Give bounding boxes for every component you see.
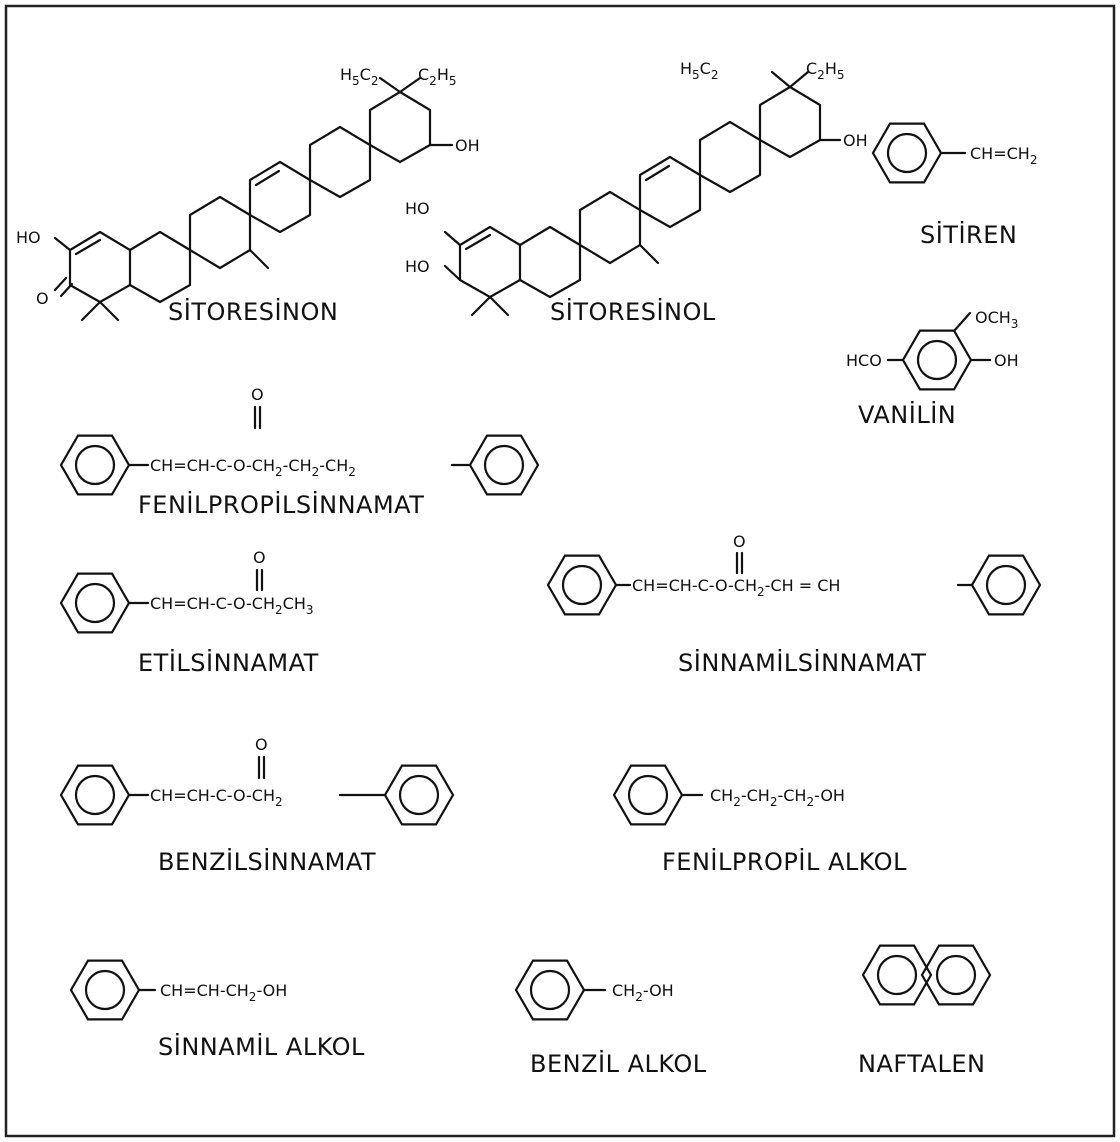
- etilsinnamat-chain: CH=CH-C-O-CH2CH3: [150, 594, 313, 617]
- fenilpropilsinnamat-chain: CH=CH-C-O-CH2-CH2-CH2: [150, 456, 356, 479]
- etilsinnamat-name: ETİLSİNNAMAT: [138, 648, 319, 677]
- compound-etilsinnamat: O CH=CH-C-O-CH2CH3 ETİLSİNNAMAT: [59, 548, 319, 677]
- sitoresinol-name: SİTORESİNOL: [550, 297, 716, 326]
- vanilin-hco-label: HCO: [846, 351, 882, 370]
- sitiren-chain: CH=CH2: [970, 144, 1037, 167]
- vanilin-name: VANİLİN: [858, 400, 956, 429]
- sitoresinon-ho-label: HO: [16, 228, 41, 247]
- fenilpropilalkol-name: FENİLPROPİL ALKOL: [662, 847, 907, 876]
- benzilalkol-chain: CH2-OH: [612, 981, 674, 1004]
- etilsinnamat-carbonyl-o: O: [253, 548, 266, 567]
- fenilpropilsinnamat-name: FENİLPROPİLSİNNAMAT: [138, 490, 424, 519]
- benzilalkol-ring: [514, 959, 586, 1021]
- sinnamilsinnamat-carbonyl-o: O: [733, 532, 746, 551]
- sinnamilsinnamat-right-ring: [970, 554, 1042, 616]
- fenilpropilalkol-chain: CH2-CH2-CH2-OH: [710, 786, 845, 809]
- benzilsinnamat-carbonyl-o: O: [255, 735, 268, 754]
- compound-sitoresinon: HO O OH H5C2 C2H5 SİTORESİNON: [16, 65, 480, 326]
- fenilpropilalkol-ring: [612, 764, 684, 826]
- benzilalkol-name: BENZİL ALKOL: [530, 1049, 707, 1078]
- fenilpropilsinnamat-right-ring: [468, 434, 540, 496]
- sitoresinon-h5c2-label: H5C2: [340, 65, 378, 88]
- sitiren-benzene-ring: [871, 122, 943, 184]
- naftalen-right-ring: [920, 944, 992, 1006]
- compound-sinnamilalkol: CH=CH-CH2-OH SİNNAMİL ALKOL: [69, 959, 365, 1061]
- sitoresinol-ho2-label: HO: [405, 257, 430, 276]
- benzilsinnamat-name: BENZİLSİNNAMAT: [158, 847, 376, 876]
- compound-naftalen: NAFTALEN: [858, 944, 992, 1078]
- sinnamilsinnamat-left-ring: [546, 554, 618, 616]
- sinnamilalkol-chain: CH=CH-CH2-OH: [160, 981, 287, 1004]
- benzilsinnamat-right-ring: [383, 764, 455, 826]
- sitoresinol-ho1-label: HO: [405, 199, 430, 218]
- sitoresinol-skeleton: [443, 70, 842, 317]
- figure-frame: [4, 4, 1116, 1138]
- sitoresinon-keto-label: O: [36, 289, 49, 308]
- compound-vanilin: OCH3 OH HCO VANİLİN: [846, 308, 1019, 429]
- sitoresinon-c2h5-label: C2H5: [418, 65, 456, 88]
- compound-fenilpropilalkol: CH2-CH2-CH2-OH FENİLPROPİL ALKOL: [612, 764, 907, 876]
- compound-benzilalkol: CH2-OH BENZİL ALKOL: [514, 959, 707, 1078]
- fenilpropilsinnamat-left-ring: [59, 434, 131, 496]
- compound-sitiren: CH=CH2 SİTİREN: [871, 122, 1037, 249]
- sinnamilsinnamat-name: SİNNAMİLSİNNAMAT: [678, 648, 926, 677]
- sinnamilalkol-name: SİNNAMİL ALKOL: [158, 1032, 365, 1061]
- sitoresinol-c2h5-label: C2H5: [806, 59, 844, 82]
- naftalen-left-ring: [861, 944, 933, 1006]
- sitoresinon-name: SİTORESİNON: [168, 297, 338, 326]
- compound-sinnamilsinnamat: O CH=CH-C-O-CH2-CH = CH SİNNAMİLSİNNAMAT: [546, 532, 1042, 677]
- benzilsinnamat-left-ring: [59, 764, 131, 826]
- vanilin-och3-label: OCH3: [975, 308, 1018, 331]
- compound-sitoresinol: HO HO OH H5C2 C2H5 SİTORESİNOL: [405, 59, 868, 326]
- sinnamilalkol-ring: [69, 959, 141, 1021]
- sitoresinon-oh-label: OH: [455, 136, 480, 155]
- sinnamilsinnamat-chain: CH=CH-C-O-CH2-CH = CH: [632, 576, 840, 599]
- benzilsinnamat-chain: CH=CH-C-O-CH2: [150, 786, 283, 809]
- naftalen-name: NAFTALEN: [858, 1050, 985, 1078]
- sitoresinon-skeleton: [53, 76, 454, 322]
- sitiren-name: SİTİREN: [920, 220, 1017, 249]
- compound-fenilpropilsinnamat: O CH=CH-C-O-CH2-CH2-CH2 FENİLPROPİLSİNNA…: [59, 385, 540, 519]
- etilsinnamat-ring: [59, 572, 131, 634]
- vanilin-oh-label: OH: [994, 351, 1019, 370]
- fenilpropilsinnamat-carbonyl-o: O: [251, 385, 264, 404]
- sitoresinol-h5c2-label: H5C2: [680, 59, 718, 82]
- vanilin-benzene-ring: [901, 329, 973, 391]
- compound-benzilsinnamat: O CH=CH-C-O-CH2 BENZİLSİNNAMAT: [59, 735, 455, 876]
- sitoresinol-oh-label: OH: [843, 131, 868, 150]
